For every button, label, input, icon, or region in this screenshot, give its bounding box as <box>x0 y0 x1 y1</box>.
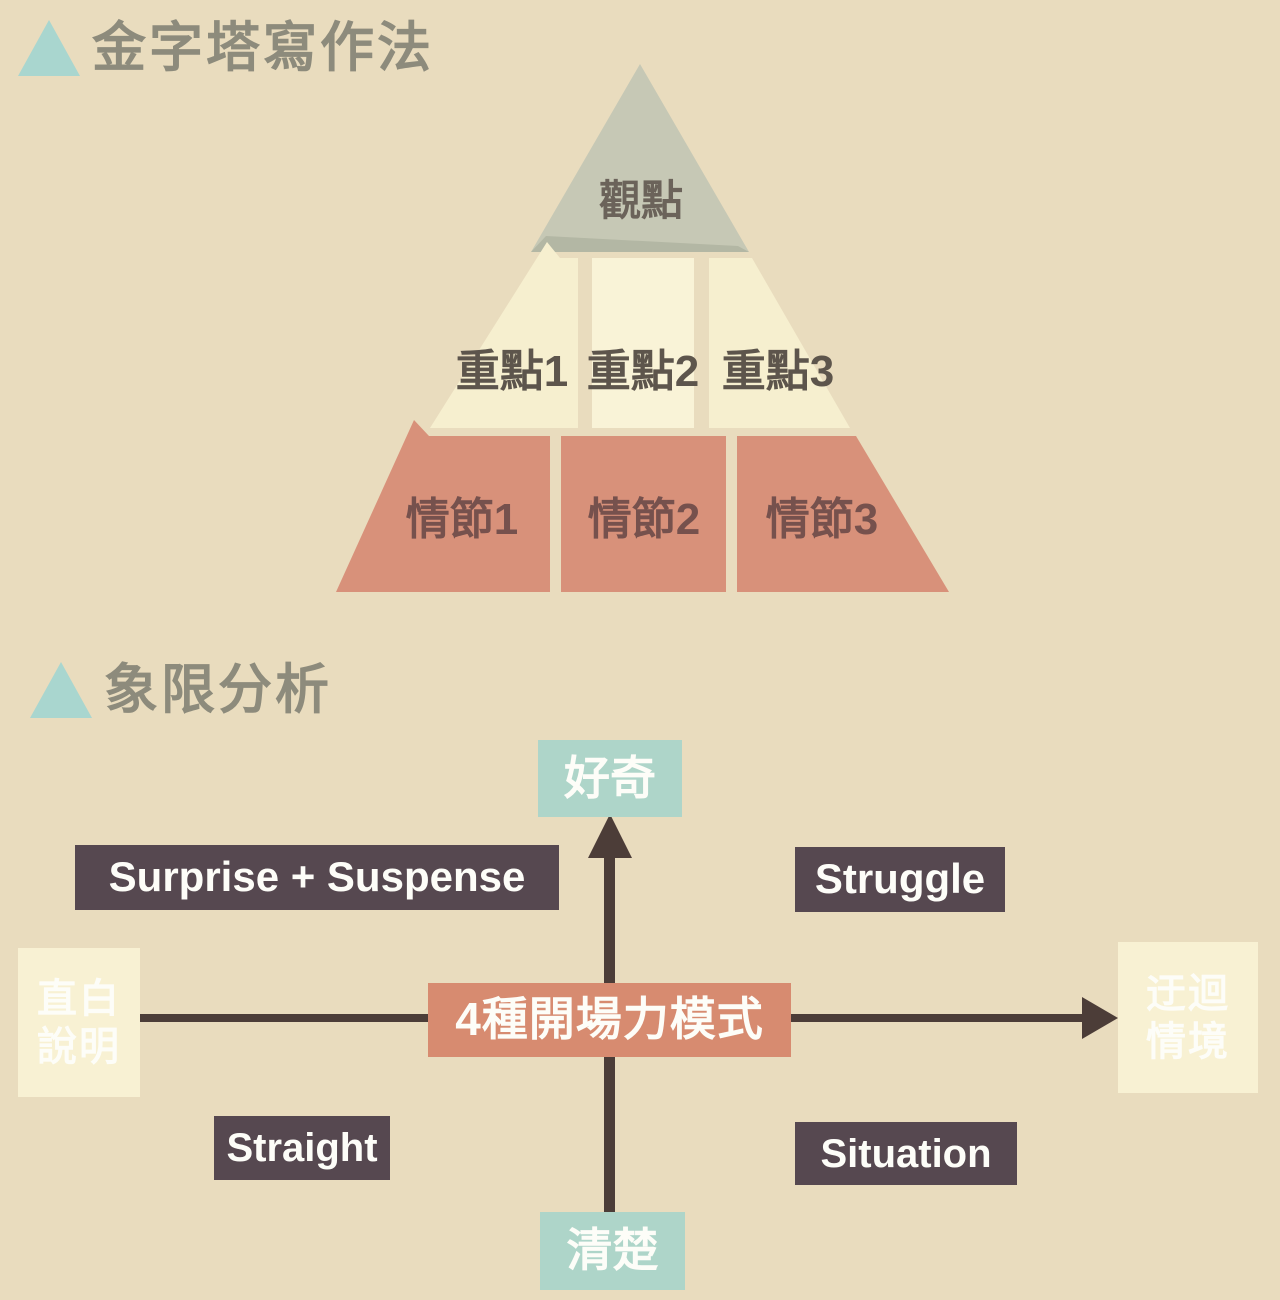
pyramid-bottom-left-segment <box>336 420 550 592</box>
pyramid-mid-label-1: 重點1 <box>456 347 568 396</box>
quadrant-bottom-right-label-box: Situation <box>795 1122 1017 1185</box>
pyramid-section-header: 金字塔寫作法 <box>18 20 434 76</box>
pyramid-mid-center-segment <box>592 258 694 428</box>
pyramid-mid-left-segment <box>430 242 578 428</box>
pyramid-mid-label-2: 重點2 <box>587 347 699 396</box>
axis-top-label-box: 好奇 <box>538 740 682 817</box>
pyramid-bottom-label-3: 情節3 <box>766 495 878 544</box>
axis-left-label-box: 直白 說明 <box>18 948 140 1097</box>
triangle-bullet-icon <box>18 20 80 76</box>
pyramid-bottom-center-segment <box>561 436 726 592</box>
pyramid-mid-label-3: 重點3 <box>722 347 834 396</box>
axis-right-label-box: 迂迴 情境 <box>1118 942 1258 1093</box>
quadrant-top-right-label-box: Struggle <box>795 847 1005 912</box>
axis-right-label-line2: 情境 <box>1146 1019 1230 1064</box>
pyramid-diagram: 觀點 重點1 重點2 重點3 情節1 情節2 情節3 <box>336 64 949 592</box>
pyramid-bottom-label-2: 情節2 <box>588 495 700 544</box>
pyramid-top-shadow <box>531 236 749 252</box>
axis-left-label-line2: 說明 <box>37 1024 121 1069</box>
pyramid-bottom-label-1: 情節1 <box>406 495 518 544</box>
up-arrowhead-icon <box>588 814 632 858</box>
quadrant-center-label-box: 4種開場力模式 <box>428 983 791 1057</box>
quadrant-top-left-label-box: Surprise + Suspense <box>75 845 559 910</box>
pyramid-section-title: 金字塔寫作法 <box>92 18 434 78</box>
right-arrowhead-icon <box>1082 997 1118 1039</box>
triangle-bullet-icon <box>30 662 92 718</box>
pyramid-top-triangle <box>531 64 749 252</box>
quadrant-section-title: 象限分析 <box>104 660 332 720</box>
pyramid-bottom-right-segment <box>737 436 949 592</box>
pyramid-top-label: 觀點 <box>599 177 683 224</box>
axis-left-label-line1: 直白 <box>37 976 121 1021</box>
pyramid-mid-right-segment <box>709 258 850 428</box>
quadrant-bottom-left-label-box: Straight <box>214 1116 390 1180</box>
axis-right-label-line1: 迂迴 <box>1146 971 1230 1016</box>
axis-bottom-label-box: 清楚 <box>540 1212 685 1290</box>
quadrant-section-header: 象限分析 <box>30 662 332 718</box>
